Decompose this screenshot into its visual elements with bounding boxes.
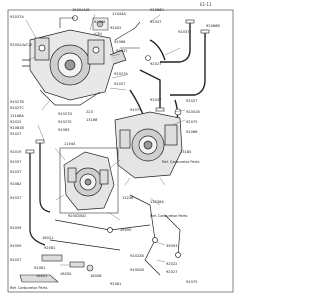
part-label: 16021 — [42, 236, 54, 240]
ref-label: Ref. Carburetor Parts — [150, 214, 188, 218]
part-label: 92059 — [10, 226, 22, 230]
upper-carburetor-body — [22, 29, 127, 106]
part-label: 92027 — [150, 62, 162, 66]
part-label: 13236 — [122, 196, 134, 200]
part-label: 92066C — [150, 8, 164, 12]
part-label: 92027A — [114, 72, 128, 76]
part-label: 92066B — [206, 24, 220, 28]
part-label: 92027 — [10, 196, 22, 200]
part-label: 92002B — [130, 268, 144, 272]
part-label: 92001B — [186, 110, 200, 114]
part-label: 92027 — [166, 270, 178, 274]
bottom-linkage — [49, 194, 181, 276]
left-vent-tubes — [29, 140, 51, 246]
part-label: 92027C — [10, 106, 24, 110]
ref-label: Ref. Carburetor Parts — [162, 160, 200, 164]
part-label: 92081 — [110, 282, 122, 286]
part-label: 92075 — [186, 280, 198, 284]
part-label: 92002 — [110, 26, 122, 30]
leader-lines — [25, 13, 186, 266]
part-label: 39090 — [120, 228, 132, 232]
part-label: 92081 — [44, 246, 56, 250]
part-label: 11044A — [112, 12, 126, 16]
jet-parts-group — [92, 17, 109, 31]
diagram-drawing — [7, 9, 234, 293]
part-label: 92081B — [10, 126, 24, 130]
part-label: 92019 — [10, 150, 22, 154]
lower-carburetor-body — [63, 151, 115, 211]
part-label: 92037 — [116, 49, 128, 53]
part-label: 92066 — [186, 130, 198, 134]
part-label: 11044 — [64, 142, 76, 146]
lower-carb-box — [59, 147, 119, 214]
part-label: 13180 — [180, 150, 192, 154]
part-label: 92027E — [58, 120, 72, 124]
part-label: 92022B — [130, 254, 144, 258]
part-label: 92037A — [10, 15, 24, 19]
part-label: 92027 — [114, 82, 126, 86]
part-label: 92009 — [10, 244, 22, 248]
part-label: 39093 — [166, 244, 178, 248]
part-label: 92002/A/C/E — [10, 43, 33, 47]
part-label: 92066 — [94, 20, 106, 24]
part-label: 92066 — [114, 40, 126, 44]
part-label: 223 — [86, 110, 93, 114]
left-clamps — [25, 139, 45, 154]
part-label: 92027B — [10, 100, 24, 104]
part-label: 92027 — [10, 258, 22, 262]
linkage-upper — [59, 15, 141, 49]
part-label: 92027 — [10, 132, 22, 136]
carburetor-exploded-diagram: E1-11 92037A 15001A/B 11044A 92066 (CN) … — [7, 2, 234, 293]
part-label: 92037 — [10, 170, 22, 174]
part-label: 92037 — [178, 30, 190, 34]
part-label: 13168 — [86, 118, 98, 122]
part-label: 92075 — [186, 120, 198, 124]
part-label: 15001A/B — [72, 8, 90, 12]
part-label: 16030 — [60, 272, 72, 276]
part-label: 92002B/D — [68, 214, 86, 218]
part-label: 16008 — [90, 274, 102, 278]
part-label: 13168A — [10, 114, 24, 118]
part-label: 92027D — [58, 112, 73, 116]
middle-carburetor-body — [114, 111, 183, 179]
part-label: 92027 — [186, 99, 198, 103]
ref-label: Ref. Carburetor Parts — [10, 286, 48, 290]
part-label: 92081 — [34, 266, 46, 270]
bottom-parts — [19, 254, 94, 283]
part-label: (CN) — [94, 32, 103, 36]
part-label: 92022 — [10, 120, 22, 124]
part-label: 92037 — [150, 20, 162, 24]
part-label: 16021 — [36, 274, 48, 278]
part-label: 13236A — [150, 200, 164, 204]
part-label: 92037 — [10, 160, 22, 164]
part-label: 92063 — [58, 128, 70, 132]
page-number: E1-11 — [200, 2, 212, 7]
diagram-frame — [7, 9, 234, 293]
part-label: 92022 — [166, 262, 178, 266]
part-label: 92082 — [10, 182, 22, 186]
part-label: 92037 — [150, 98, 162, 102]
part-label: 92075 — [130, 108, 142, 112]
